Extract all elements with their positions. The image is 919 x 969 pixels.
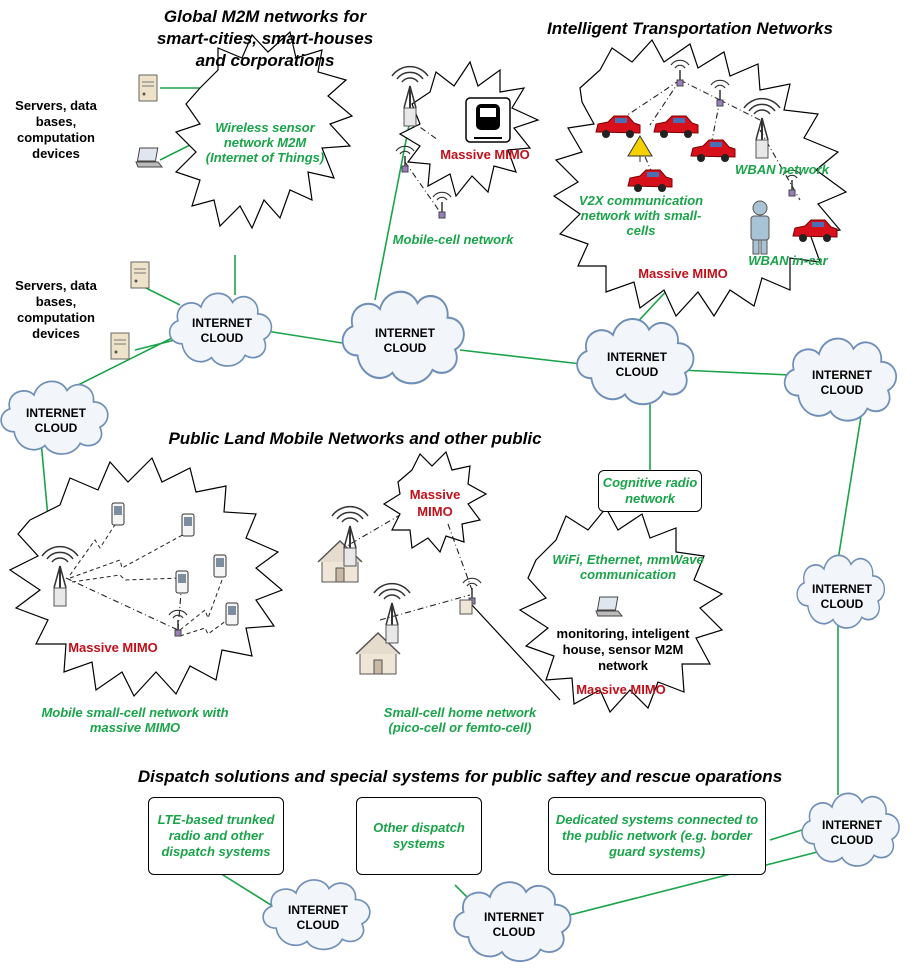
person-icon	[750, 200, 770, 255]
wsn-label: Wireless sensor network M2M (Internet of…	[205, 120, 325, 165]
m2m-heading: Global M2M networks for smart-cities, sm…	[156, 7, 374, 70]
phone-icon	[213, 554, 227, 578]
wban-car-label: WBAN in-car	[748, 253, 828, 268]
its-heading: Intelligent Transportation Networks	[547, 19, 833, 38]
monitoring-label: monitoring, inteligent house, sensor M2M…	[556, 626, 690, 673]
mobile-small-cell-label: Mobile small-cell network with massive M…	[41, 705, 229, 735]
servers-label: Servers, data bases, computation devices	[15, 278, 97, 341]
other-dispatch-box: Other dispatch systems	[356, 797, 482, 875]
small-cell-home-label: Small-cell home network (pico-cell or fe…	[383, 705, 537, 735]
massive-mimo-label: Massive MIMO	[576, 682, 666, 697]
dedicated-systems-box: Dedicated systems connected to the publi…	[548, 797, 766, 875]
server-icon	[130, 261, 150, 289]
server-icon	[110, 332, 130, 360]
server-icon	[138, 74, 158, 102]
small-house-icon	[459, 599, 473, 615]
v2x-label: V2X communication network with small-cel…	[578, 193, 704, 238]
massive-mimo-label: Massive MIMO	[68, 640, 158, 655]
mimo-small-spiky-cloud	[382, 450, 488, 554]
massive-mimo-label: Massive MIMO	[440, 147, 530, 162]
phone-icon	[225, 602, 239, 626]
warning-sign-icon	[627, 135, 653, 162]
wban-label: WBAN network	[735, 162, 829, 177]
cognitive-radio-box: Cognitive radio network	[598, 470, 702, 512]
mobile-small-cell-spiky-cloud	[8, 456, 284, 698]
servers-label: Servers, data bases, computation devices	[15, 98, 97, 161]
train-icon	[465, 97, 511, 143]
phone-icon	[111, 502, 125, 526]
lte-dispatch-box: LTE-based trunked radio and other dispat…	[148, 797, 284, 875]
mobile-cell-label: Mobile-cell network	[392, 232, 514, 247]
wifi-label: WiFi, Ethernet, mmWave communication	[552, 552, 704, 582]
dispatch-heading: Dispatch solutions and special systems f…	[137, 767, 783, 786]
phone-icon	[175, 570, 189, 594]
wsn-spiky-cloud	[174, 30, 354, 230]
phone-icon	[181, 513, 195, 537]
home-spiky-cloud	[518, 506, 724, 714]
massive-mimo-label: Massive MIMO	[638, 266, 728, 281]
laptop-icon	[135, 147, 163, 168]
plmn-heading: Public Land Mobile Networks and other pu…	[168, 429, 542, 448]
